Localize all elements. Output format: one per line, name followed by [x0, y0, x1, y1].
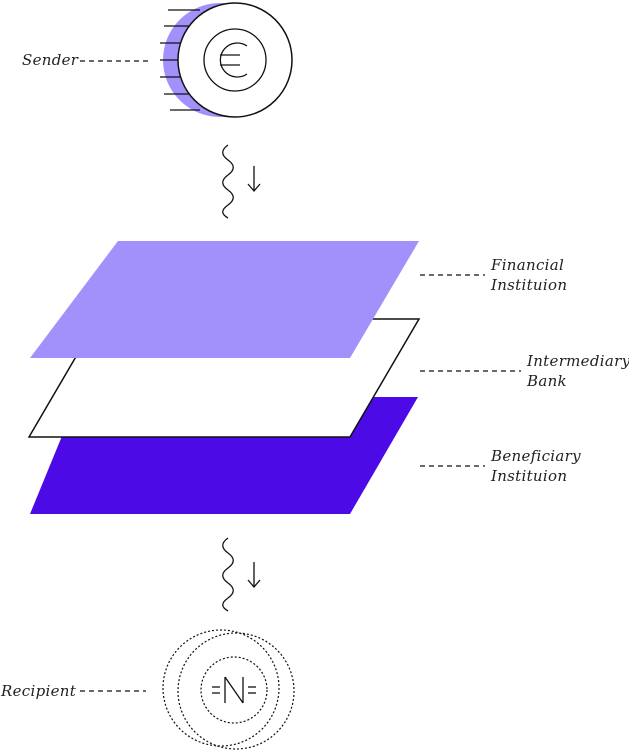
sender-coin-inner-ring	[203, 28, 267, 92]
naira-icon	[212, 676, 256, 704]
recipient-coin-echo	[162, 629, 280, 747]
sender-coin-face	[177, 2, 293, 118]
down-arrow-bottom-head	[247, 579, 261, 588]
down-arrow-top-head	[247, 183, 261, 192]
recipient-coin-inner-ring	[200, 656, 268, 724]
financial-label-line2: Instituion	[490, 276, 567, 294]
flow-arrow-bottom-icon	[222, 537, 261, 612]
wavy-line-top	[222, 144, 234, 219]
recipient-label: Recipient	[0, 682, 77, 700]
euro-icon	[219, 42, 248, 78]
sender-label: Sender	[22, 51, 79, 69]
intermediary-label-line2: Bank	[526, 372, 567, 390]
flow-arrow-top-icon	[222, 144, 261, 219]
intermediary-label-line1: Intermediary	[526, 352, 629, 370]
sender-coin-icon	[160, 2, 293, 118]
beneficiary-label-line1: Beneficiary	[490, 447, 581, 465]
wavy-line-bottom	[222, 537, 234, 612]
financial-label-line1: Financial	[490, 256, 564, 274]
beneficiary-label-line2: Instituion	[490, 467, 567, 485]
financial-institution-layer	[30, 241, 419, 358]
recipient-coin-icon	[162, 629, 295, 750]
recipient-coin-face	[177, 632, 295, 750]
